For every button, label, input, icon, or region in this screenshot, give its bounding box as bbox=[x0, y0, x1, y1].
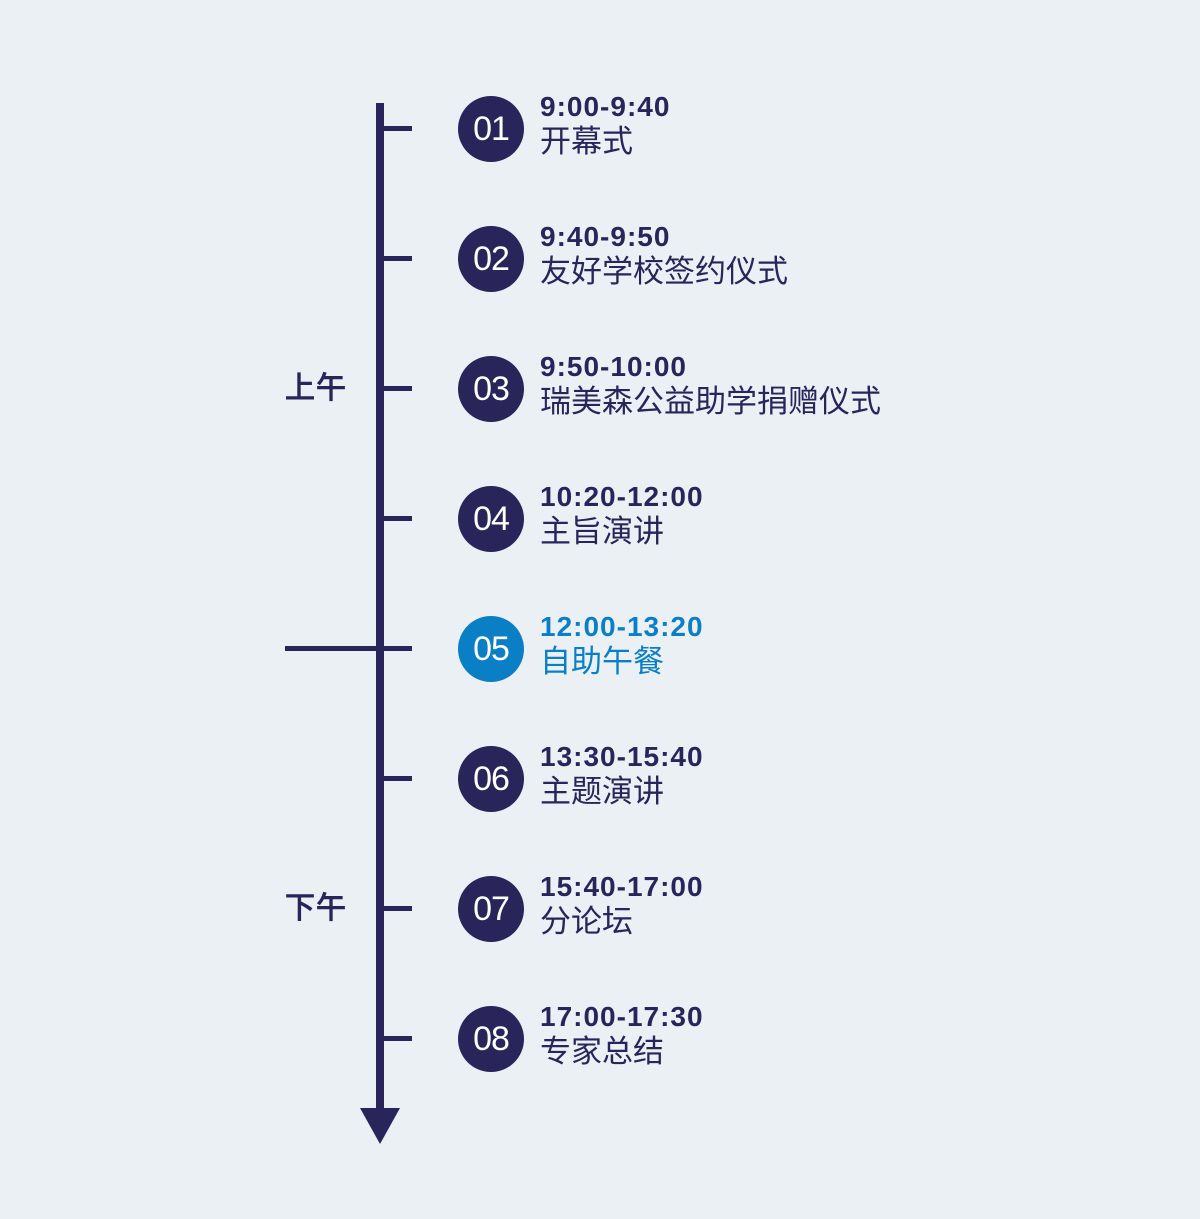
item-badge-01: 01 bbox=[458, 96, 524, 162]
item-time: 12:00-13:20 bbox=[540, 611, 704, 642]
item-badge-06: 06 bbox=[458, 746, 524, 812]
timeline-tick-08 bbox=[380, 1036, 412, 1041]
timeline-item-01: 9:00-9:40 开幕式 bbox=[540, 92, 670, 162]
item-time: 17:00-17:30 bbox=[540, 1001, 704, 1032]
period-divider bbox=[285, 646, 412, 651]
timeline-item-04: 10:20-12:00 主旨演讲 bbox=[540, 482, 704, 552]
timeline-axis bbox=[376, 103, 384, 1115]
item-time: 9:50-10:00 bbox=[540, 351, 687, 382]
timeline-tick-06 bbox=[380, 776, 412, 781]
item-time: 13:30-15:40 bbox=[540, 741, 704, 772]
item-title: 自助午餐 bbox=[540, 644, 664, 680]
item-time: 9:00-9:40 bbox=[540, 91, 671, 122]
timeline-tick-07 bbox=[380, 906, 412, 911]
item-title: 主旨演讲 bbox=[540, 514, 664, 550]
item-badge-02: 02 bbox=[458, 226, 524, 292]
timeline-tick-03 bbox=[380, 386, 412, 391]
timeline-item-03: 9:50-10:00 瑞美森公益助学捐赠仪式 bbox=[540, 352, 881, 422]
timeline-item-07: 15:40-17:00 分论坛 bbox=[540, 872, 704, 942]
item-title: 友好学校签约仪式 bbox=[540, 254, 788, 290]
item-title: 开幕式 bbox=[540, 124, 633, 160]
item-badge-04: 04 bbox=[458, 486, 524, 552]
timeline-tick-04 bbox=[380, 516, 412, 521]
item-title: 主题演讲 bbox=[540, 774, 664, 810]
timeline-item-05: 12:00-13:20 自助午餐 bbox=[540, 612, 704, 682]
arrow-down-icon bbox=[360, 1108, 400, 1144]
period-label-afternoon: 下午 bbox=[285, 891, 347, 926]
item-time: 10:20-12:00 bbox=[540, 481, 704, 512]
timeline-item-02: 9:40-9:50 友好学校签约仪式 bbox=[540, 222, 788, 292]
item-badge-05: 05 bbox=[458, 616, 524, 682]
item-title: 分论坛 bbox=[540, 904, 633, 940]
item-time: 9:40-9:50 bbox=[540, 221, 671, 252]
item-time: 15:40-17:00 bbox=[540, 871, 704, 902]
timeline-item-08: 17:00-17:30 专家总结 bbox=[540, 1002, 704, 1072]
item-title: 专家总结 bbox=[540, 1034, 664, 1070]
period-label-morning: 上午 bbox=[285, 371, 347, 406]
item-badge-08: 08 bbox=[458, 1006, 524, 1072]
item-title: 瑞美森公益助学捐赠仪式 bbox=[540, 384, 881, 420]
timeline-tick-01 bbox=[380, 126, 412, 131]
timeline-item-06: 13:30-15:40 主题演讲 bbox=[540, 742, 704, 812]
item-badge-07: 07 bbox=[458, 876, 524, 942]
timeline-tick-02 bbox=[380, 256, 412, 261]
item-badge-03: 03 bbox=[458, 356, 524, 422]
